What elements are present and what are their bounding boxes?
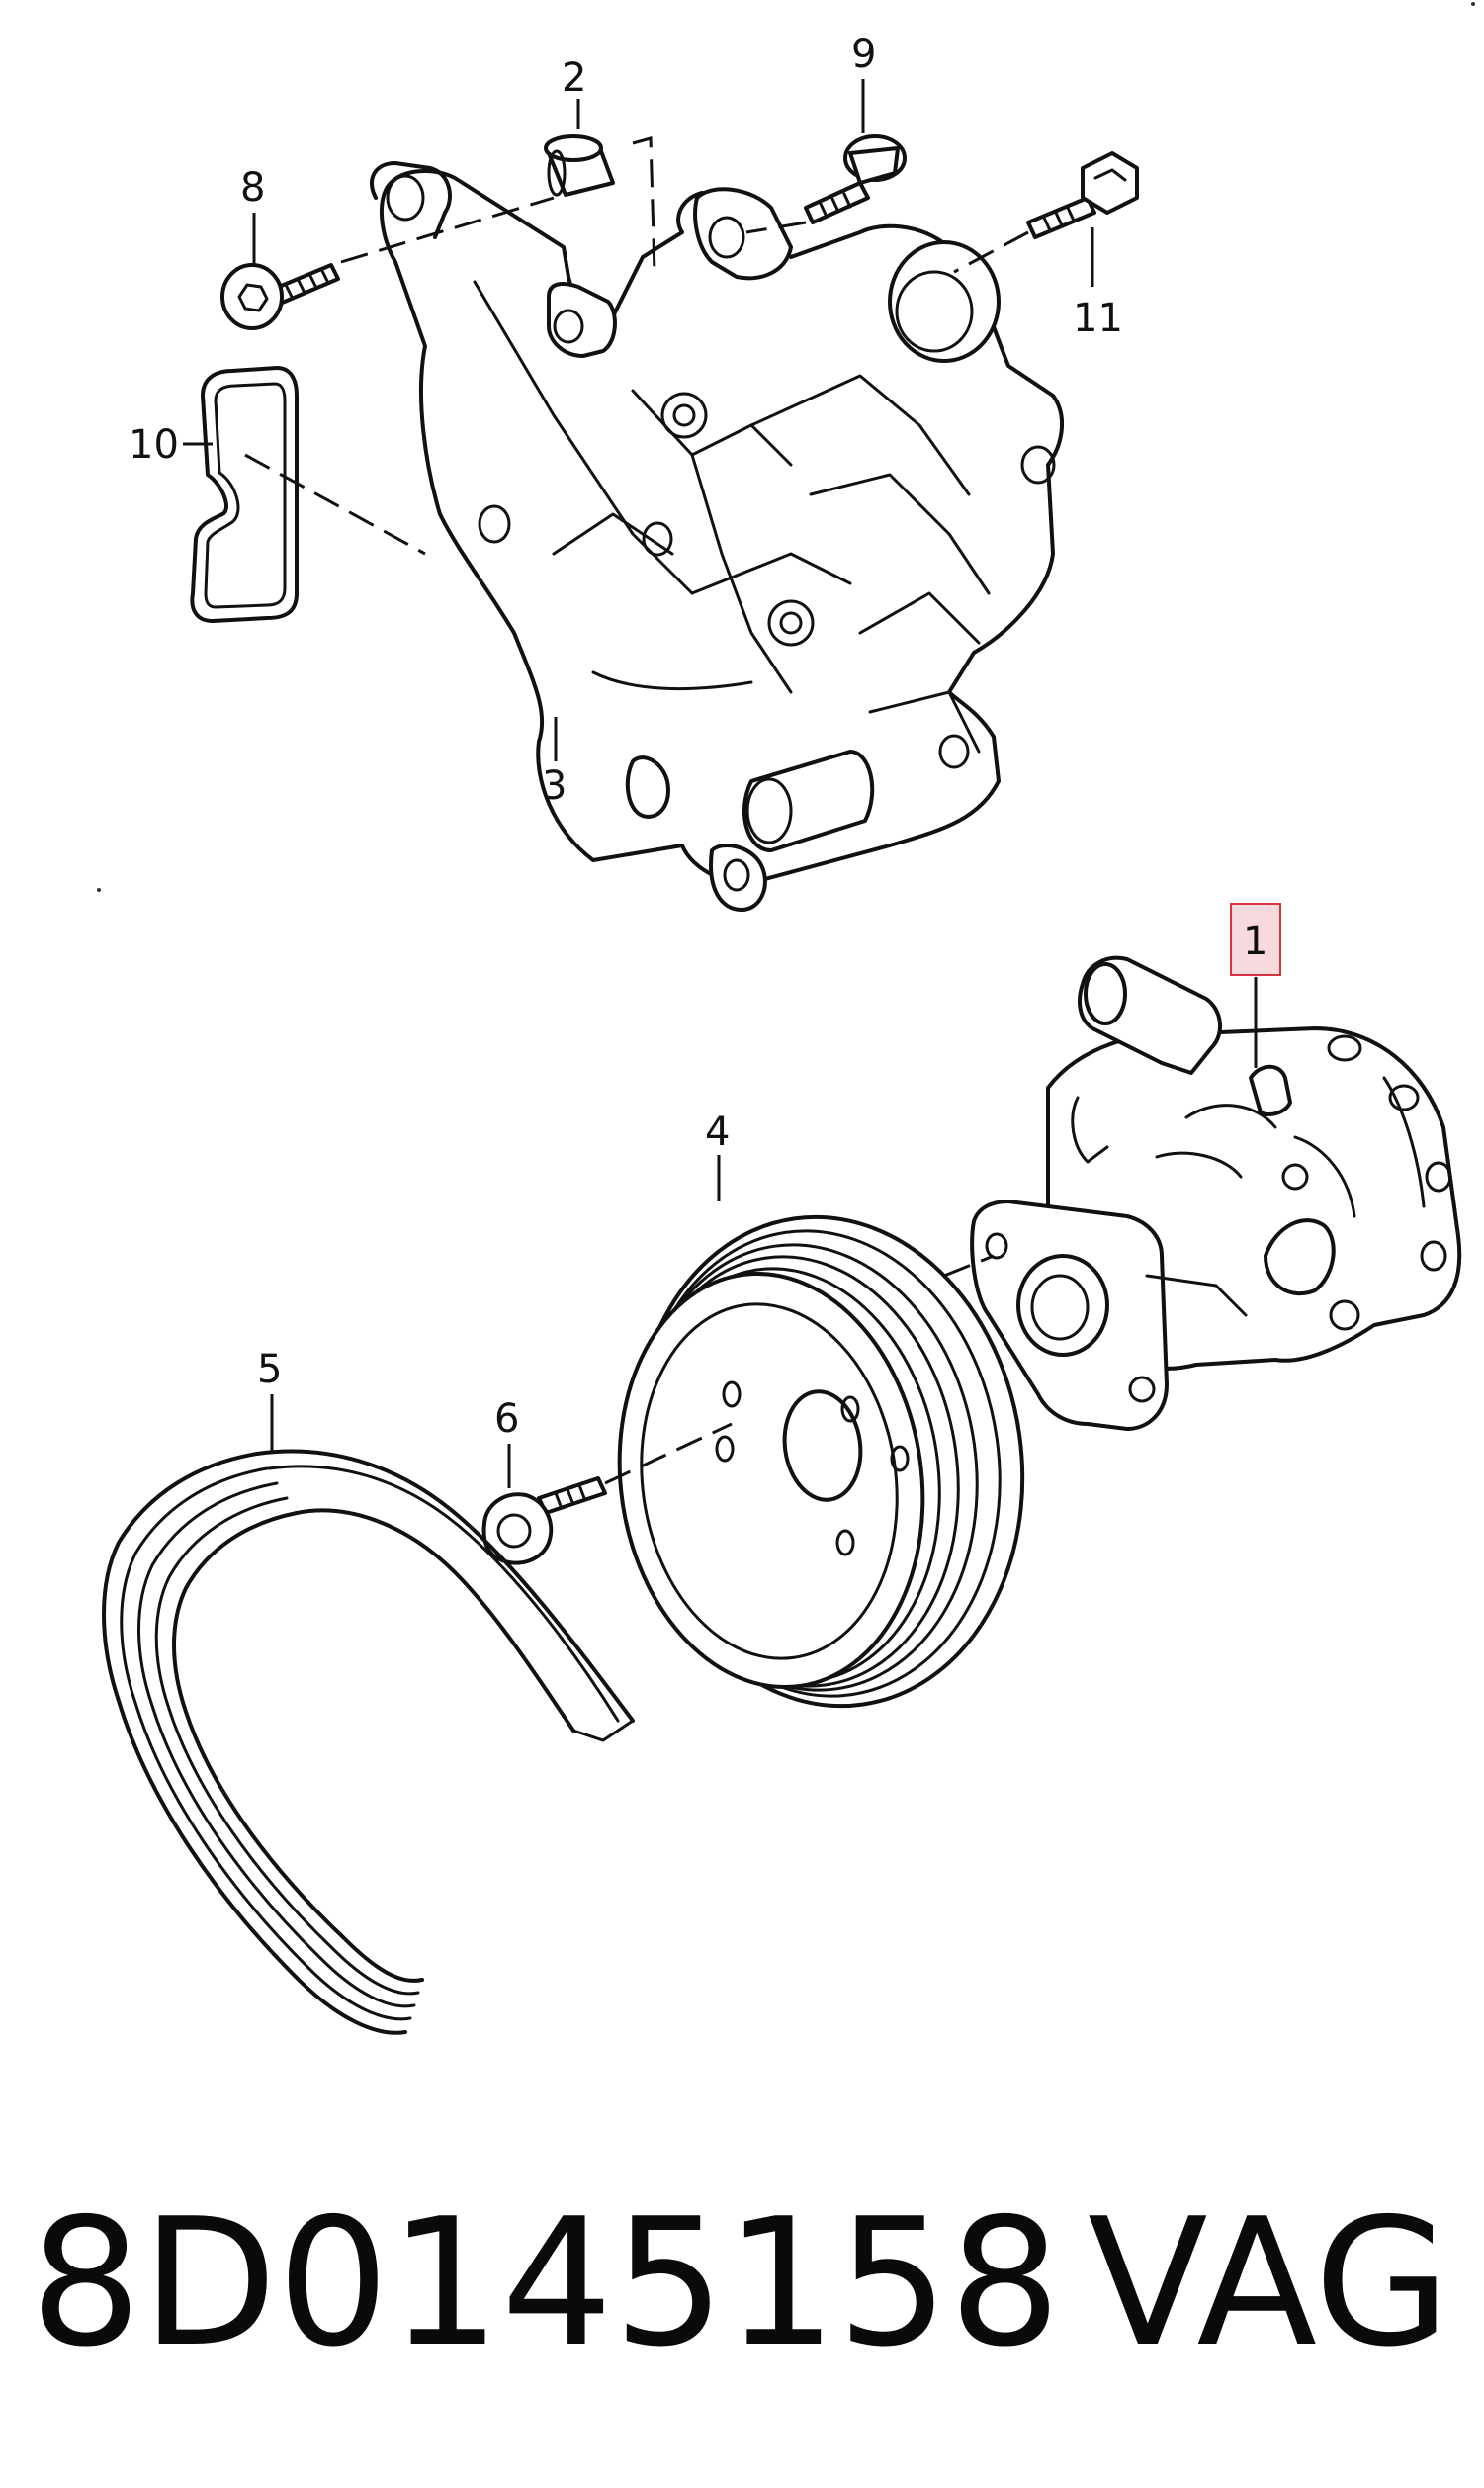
callout-8: 8 [240,165,265,211]
bolt-part-11 [1026,151,1139,239]
callout-1: 1 [1243,919,1267,964]
pulley-part-4 [617,1214,1025,1709]
part-number-label: 8D0145158 [30,2180,1061,2385]
bolt-part-6 [481,1476,607,1565]
callout-10: 10 [129,422,179,468]
callout-6: 6 [494,1396,519,1442]
callout-2: 2 [562,55,586,101]
bracket-part-3 [370,161,1065,912]
callout-4: 4 [705,1110,730,1155]
brand-label: VAG [1088,2180,1450,2385]
callout-9: 9 [851,32,876,77]
bolt-part-9 [804,134,907,224]
callout-11: 11 [1073,296,1123,341]
callout-5: 5 [257,1347,282,1392]
callout-3: 3 [542,763,567,809]
gasket-part-10 [190,366,299,623]
bolt-part-8 [220,263,340,330]
steering-pump-part-1 [970,955,1462,1431]
stray-dot [1471,2,1475,6]
callout-1-highlight [1230,903,1281,976]
stray-dot [97,888,101,892]
belt-part-5 [102,1449,635,2035]
bushing-part-2 [544,134,615,197]
